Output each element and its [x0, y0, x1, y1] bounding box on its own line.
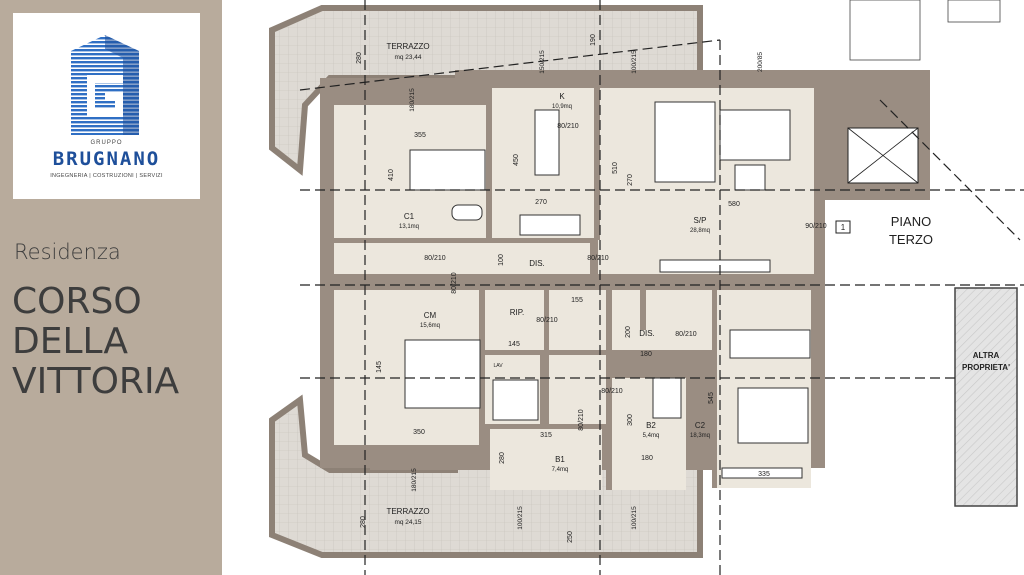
- label-rip: RIP.: [510, 308, 525, 317]
- interior-walls: [334, 88, 812, 490]
- window-label: 100/215: [517, 506, 524, 530]
- dim-250: 250: [567, 531, 574, 543]
- bed-c1: [409, 149, 486, 191]
- window-label: 100/215: [631, 506, 638, 530]
- building-logo-icon: [71, 35, 139, 135]
- dim-450: 450: [513, 154, 520, 166]
- reference-lines: [299, 0, 1024, 575]
- door-label: 80/210: [424, 255, 446, 262]
- dim-180a: 180: [640, 351, 652, 358]
- label-other-property-1: ALTRA: [973, 351, 1000, 360]
- entry-badge: 1: [841, 223, 846, 232]
- door-label: 80/210: [578, 409, 585, 431]
- project-title-line: CORSO: [12, 281, 142, 322]
- dim-300: 300: [627, 414, 634, 426]
- dim-545: 545: [708, 392, 715, 404]
- logo-small-text: GRUPPO: [90, 140, 123, 146]
- label-b1: B1: [555, 455, 565, 464]
- bathtub: [492, 379, 539, 421]
- window-label: 180/215: [409, 88, 416, 112]
- dining-table: [534, 109, 560, 176]
- label-terrace-bottom: TERRAZZO: [386, 507, 429, 516]
- dim-335: 335: [758, 471, 770, 478]
- label-b1-area: 7,4mq: [552, 467, 569, 473]
- label-c2: C2: [695, 421, 706, 430]
- stair-elevator: [820, 0, 1001, 200]
- label-other-property-2: PROPRIETA': [962, 363, 1010, 372]
- label-floor-line1: PIANO: [891, 214, 931, 229]
- door-label: 80/210: [536, 317, 558, 324]
- label-sp: S/P: [694, 216, 707, 225]
- sofa: [654, 101, 716, 183]
- logo-tagline: INGEGNERIA | COSTRUZIONI | SERVIZI: [50, 173, 163, 179]
- logo-wordmark: BRUGNANO: [52, 148, 161, 170]
- label-kitchen: K: [559, 92, 565, 101]
- window-label: 100/215: [631, 50, 638, 74]
- room-labels: TERRAZZO mq 23,44 TERRAZZO mq 24,15 K 10…: [386, 42, 710, 526]
- door-labels: 80/210 80/210 80/210 80/210 80/210 80/21…: [424, 123, 827, 431]
- room-floors: [334, 88, 814, 490]
- label-lav: LAV: [493, 363, 503, 369]
- window-labels: 150/215 100/215 200/85 180/215 180/215 1…: [409, 50, 764, 530]
- project-title-line: VITTORIA: [12, 361, 180, 402]
- dim-510: 510: [612, 162, 619, 174]
- door-label: 80/210: [557, 123, 579, 130]
- dim-270: 270: [535, 199, 547, 206]
- bed-c2: [729, 329, 811, 359]
- label-dis1: DIS.: [529, 259, 545, 268]
- door-label: 80/210: [601, 388, 623, 395]
- label-terrace-top: TERRAZZO: [386, 42, 429, 51]
- dim-280a: 280: [499, 452, 506, 464]
- floor-plan: TERRAZZO mq 23,44 TERRAZZO mq 24,15 K 10…: [269, 0, 1024, 575]
- label-cm-area: 15,6mq: [420, 323, 440, 329]
- dim-280b: 280: [360, 516, 367, 528]
- dim-410: 410: [388, 169, 395, 181]
- dim-100: 100: [498, 254, 505, 266]
- dim-280c: 280: [356, 52, 363, 64]
- dim-315: 315: [540, 432, 552, 439]
- bed-cm: [404, 339, 481, 409]
- floor-labels: PIANO TERZO ALTRA PROPRIETA': [889, 214, 1010, 372]
- company-logo: GRUPPO BRUGNANO INGEGNERIA | COSTRUZIONI…: [13, 13, 200, 199]
- entry-marker: 1: [835, 220, 851, 234]
- dim-270b: 270: [627, 174, 634, 186]
- window-label: 200/85: [757, 52, 764, 72]
- label-b2-area: 5,4mq: [643, 433, 660, 439]
- shower: [652, 377, 682, 419]
- project-label: Residenza: [14, 240, 121, 264]
- label-kitchen-area: 10,9mq: [552, 104, 572, 110]
- label-dis2: DIS.: [639, 329, 655, 338]
- dim-145a: 145: [508, 341, 520, 348]
- project-title-line: DELLA: [12, 321, 129, 362]
- label-b2: B2: [646, 421, 656, 430]
- sidebar-panel: GRUPPO BRUGNANO INGEGNERIA | COSTRUZIONI…: [0, 0, 222, 575]
- dimension-labels: 355 410 450 510 270 580 100 155 145 145 …: [356, 34, 770, 543]
- dim-355: 355: [414, 132, 426, 139]
- label-terrace-bottom-area: mq 24,15: [394, 519, 421, 526]
- door-label-entry: 90/210: [805, 223, 827, 230]
- dim-180b: 180: [641, 455, 653, 462]
- window-label: 180/215: [411, 468, 418, 492]
- label-terrace-top-area: mq 23,44: [394, 54, 421, 61]
- window-label: 150/215: [539, 50, 546, 74]
- door-label: 80/210: [587, 255, 609, 262]
- label-c1: C1: [404, 212, 415, 221]
- dim-200: 200: [625, 326, 632, 338]
- door-label: 80/210: [675, 331, 697, 338]
- dim-350: 350: [413, 429, 425, 436]
- dim-155: 155: [571, 297, 583, 304]
- label-c2-area: 18,3mq: [690, 433, 710, 439]
- furniture: [404, 101, 811, 479]
- label-c1-area: 13,1mq: [399, 224, 419, 230]
- label-floor-line2: TERZO: [889, 232, 933, 247]
- door-label: 80/210: [451, 272, 458, 294]
- dim-190: 190: [590, 34, 597, 46]
- label-cm: CM: [424, 311, 437, 320]
- dim-145b: 145: [376, 361, 383, 373]
- label-sp-area: 28,8mq: [690, 228, 710, 234]
- dim-580: 580: [728, 201, 740, 208]
- other-property: [954, 287, 1018, 507]
